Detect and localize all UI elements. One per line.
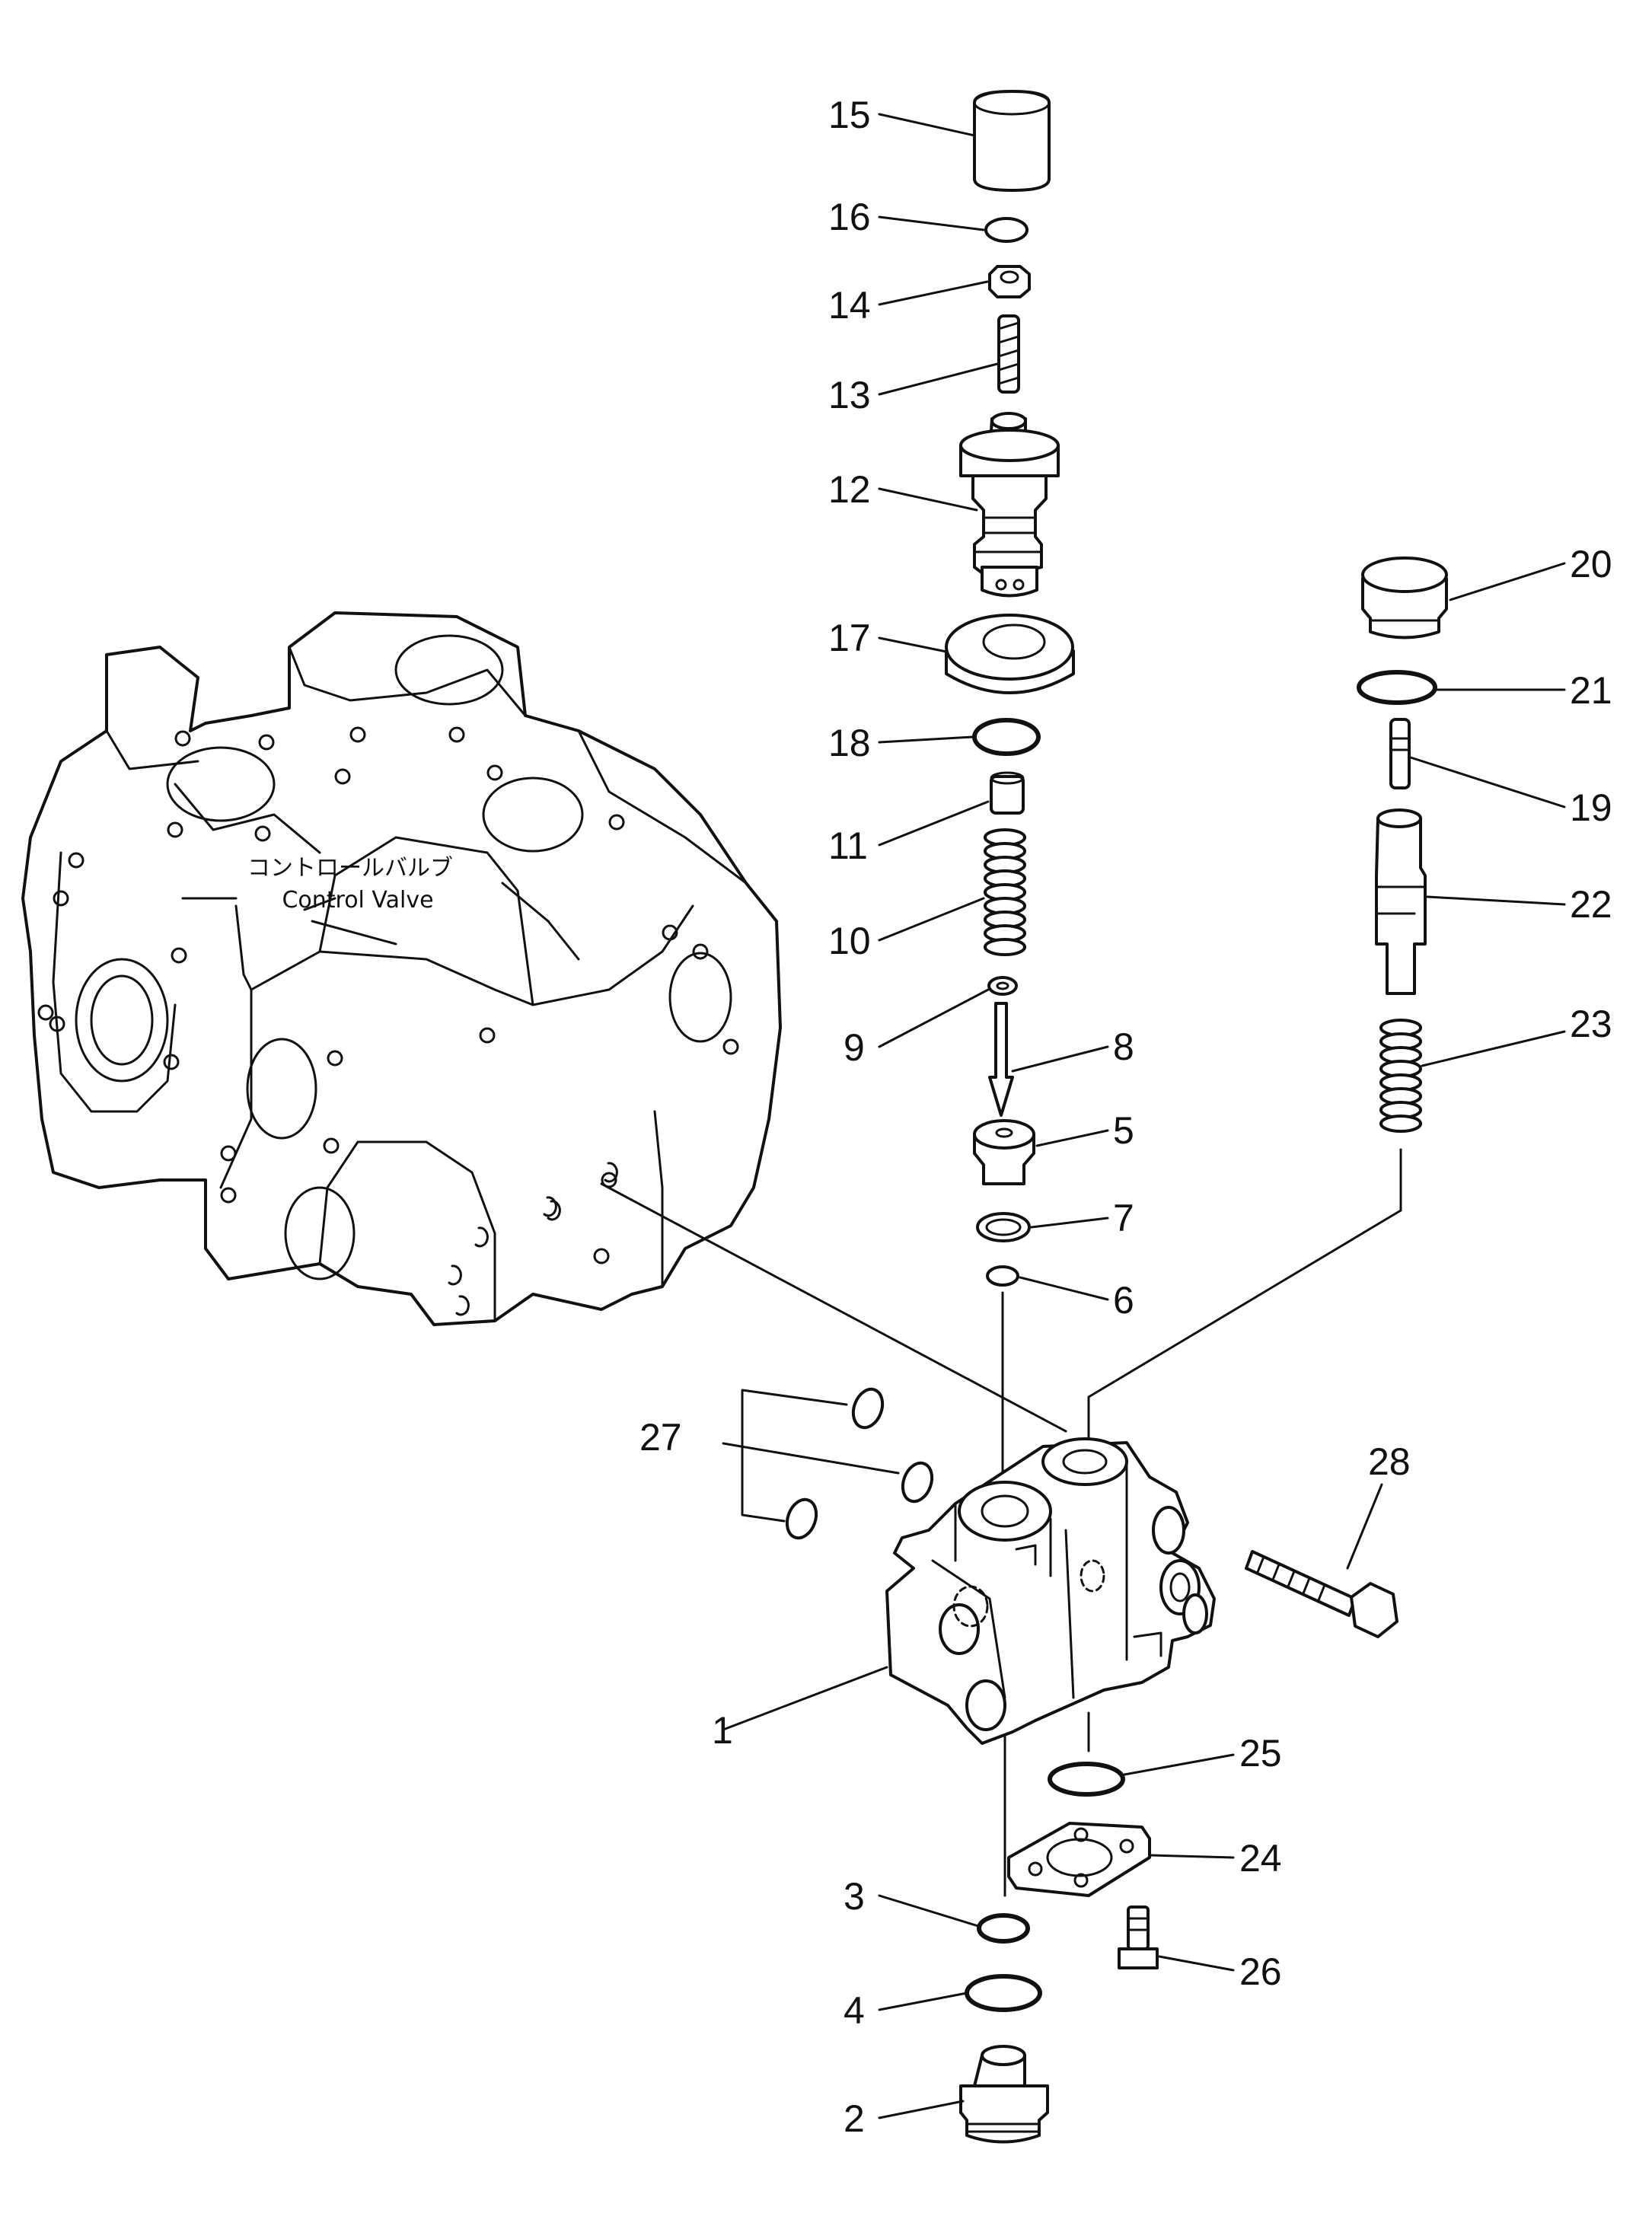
housing-label-en: Control Valve — [282, 887, 433, 914]
callout-4: 4 — [844, 1989, 865, 2032]
part-7-ring — [976, 1212, 1031, 1242]
part-13-screw — [997, 314, 1020, 394]
callout-7: 7 — [1113, 1197, 1134, 1239]
part-20-plug — [1361, 556, 1448, 639]
callout-24: 24 — [1239, 1837, 1282, 1880]
callout-17: 17 — [828, 617, 871, 659]
callout-25: 25 — [1239, 1732, 1282, 1775]
part-6-o-ring — [986, 1265, 1019, 1287]
callout-10: 10 — [828, 920, 871, 962]
part-3-o-ring — [977, 1913, 1030, 1944]
part-23-spring — [1379, 1019, 1422, 1133]
housing-label-jp: コントロールバルブ — [247, 855, 453, 882]
callout-labels: 15 16 14 13 12 17 18 11 10 9 8 5 7 6 20 … — [639, 94, 1612, 2140]
part-8-needle — [988, 1002, 1014, 1117]
callout-5: 5 — [1113, 1109, 1134, 1152]
callout-8: 8 — [1113, 1025, 1134, 1068]
callout-14: 14 — [828, 284, 871, 327]
leader-lines — [722, 113, 1566, 2119]
part-25-o-ring — [1048, 1762, 1125, 1797]
callout-16: 16 — [828, 196, 871, 238]
callout-28: 28 — [1368, 1440, 1411, 1483]
part-18-o-ring — [972, 718, 1041, 756]
part-14-nut — [988, 265, 1031, 298]
callout-20: 20 — [1570, 543, 1612, 585]
control-valve-housing: コントロールバルブ Control Valve — [21, 611, 782, 1326]
callout-19: 19 — [1570, 786, 1612, 829]
callout-1: 1 — [712, 1709, 733, 1752]
part-12-valve-body — [959, 412, 1060, 598]
part-15-cap — [973, 90, 1051, 192]
callout-27: 27 — [639, 1416, 682, 1459]
part-27-o-rings — [741, 1387, 934, 1540]
callout-21: 21 — [1570, 669, 1612, 712]
part-22-spool — [1375, 808, 1427, 995]
callout-6: 6 — [1113, 1279, 1134, 1322]
part-5-seat — [973, 1119, 1035, 1185]
part-1-valve-block — [885, 1437, 1216, 1745]
callout-2: 2 — [844, 2097, 865, 2140]
callout-23: 23 — [1570, 1003, 1612, 1045]
callout-3: 3 — [844, 1875, 865, 1918]
callout-15: 15 — [828, 94, 871, 136]
part-16-o-ring — [984, 217, 1029, 243]
callout-18: 18 — [828, 722, 871, 764]
part-2-plug — [959, 2045, 1049, 2144]
callout-12: 12 — [828, 468, 871, 511]
callout-26: 26 — [1239, 1950, 1282, 1993]
callout-11: 11 — [828, 824, 868, 867]
part-11-plug — [990, 771, 1025, 815]
part-21-o-ring — [1357, 670, 1437, 705]
part-4-o-ring — [965, 1974, 1042, 2012]
part-9-washer — [987, 976, 1018, 996]
callout-22: 22 — [1570, 883, 1612, 926]
part-19-pin — [1389, 718, 1411, 789]
callout-13: 13 — [828, 374, 871, 416]
part-24-flange — [1007, 1822, 1151, 1897]
part-28-bolt — [1245, 1550, 1398, 1638]
part-17-retainer-nut — [945, 614, 1075, 694]
callout-9: 9 — [844, 1026, 865, 1069]
part-10-spring — [984, 828, 1026, 956]
part-26-bolt — [1118, 1905, 1159, 1969]
